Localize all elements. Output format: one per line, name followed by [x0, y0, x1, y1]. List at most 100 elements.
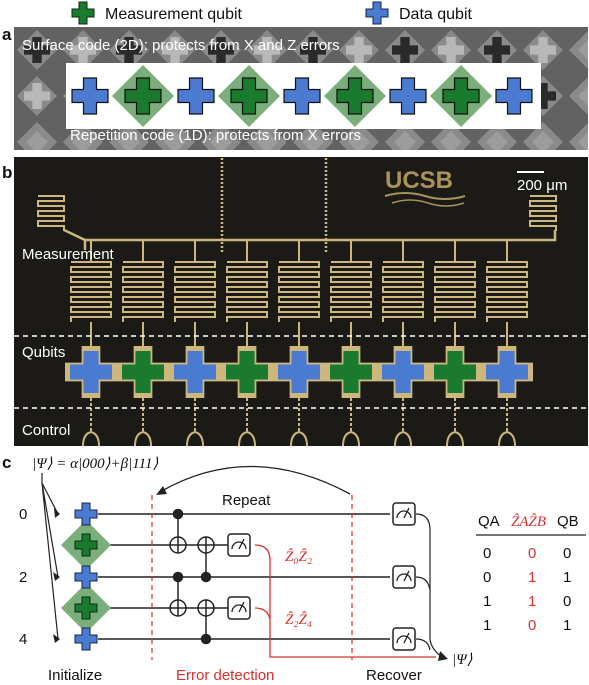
lattice-cross-light: [162, 37, 188, 63]
lattice-cross-dark: [300, 37, 326, 63]
parity-label-top: Ẑ₀Ẑ₂: [285, 548, 312, 565]
table-cell: 0: [528, 617, 536, 634]
lattice-cross-light: [70, 37, 96, 63]
lattice-cross-dark: [208, 37, 234, 63]
chip-data-qubit: [70, 351, 112, 393]
readout-resonator: [122, 261, 164, 322]
control-fork: [446, 430, 464, 447]
lattice-cross-dark: [116, 37, 142, 63]
cnot-gates: [169, 508, 215, 645]
init-data-qubit-0: [74, 502, 98, 526]
control-fork: [394, 430, 412, 447]
measurement-legend-icon: [71, 1, 95, 25]
input-arrow-4: [53, 634, 60, 643]
panel-a-label: a: [2, 25, 12, 44]
meters: [227, 502, 416, 651]
cnot-d-control: [200, 633, 212, 645]
lattice-cross-dark: [392, 37, 418, 63]
surface-code-text: Surface code (2D): protects from X and Z…: [22, 37, 340, 54]
readout-resonator: [278, 261, 320, 322]
control-fork: [134, 430, 152, 447]
measurement-bus: [83, 230, 557, 250]
feedback-path: [254, 544, 436, 658]
init-meas-qubit-3: [74, 596, 98, 620]
legend: Measurement qubit Data qubit: [71, 1, 472, 25]
readout-resonator: [434, 261, 476, 322]
chip-data-qubit: [174, 351, 216, 393]
chip-data-qubit: [382, 351, 424, 393]
ucsb-logo: UCSB: [385, 167, 453, 194]
control-lines: [82, 398, 516, 447]
panel-c: |Ψ⟩ = α|000⟩+β|111⟩ 0 2 4: [19, 456, 586, 684]
table-cell: 0: [528, 545, 536, 562]
table-cell: 1: [563, 569, 571, 586]
chip-measurement-qubit: [122, 351, 164, 393]
control-fork: [82, 430, 100, 447]
control-fork: [186, 430, 204, 447]
initialize-label: Initialize: [48, 667, 102, 684]
input-arrow-2: [53, 572, 60, 581]
output-state: |Ψ⟩: [452, 652, 473, 668]
data-legend-icon: [365, 1, 389, 25]
measurement-legend-label: Measurement qubit: [105, 6, 243, 23]
control-fork: [498, 430, 516, 447]
chain-data-qubit: [177, 77, 215, 115]
ucsb-logo-waves: [384, 192, 466, 200]
output-arrowhead: [438, 651, 448, 661]
control-fork: [290, 430, 308, 447]
parity-label-bottom: Ẑ₂Ẑ₄: [285, 611, 312, 628]
lattice-cross-light: [530, 37, 556, 63]
circuit-wires: [98, 513, 390, 640]
qubit-number-0: 0: [19, 506, 27, 523]
readout-resonator: [174, 261, 216, 322]
chip-data-qubit: [278, 351, 320, 393]
scale-bar-label: 200 μm: [517, 177, 567, 194]
table-header-parity: ẐAẐB: [511, 513, 546, 530]
measurement-meter: [227, 533, 251, 557]
init-data-qubit-2: [74, 565, 98, 589]
init-data-qubit-4: [74, 627, 98, 651]
side-resonator-right: [529, 195, 557, 231]
chip-qubits: [65, 346, 533, 398]
chip-measurement-qubit: [434, 351, 476, 393]
repeat-arrow: [159, 465, 351, 495]
panel-c-label: c: [2, 453, 11, 472]
side-resonator-left: [37, 195, 65, 231]
chain-measurement-qubit: [336, 77, 374, 115]
chip-data-qubit: [486, 351, 528, 393]
measurement-meter: [227, 596, 251, 620]
table-cell: 1: [528, 569, 536, 586]
table-cell: 1: [528, 593, 536, 610]
cnot-a-control: [172, 508, 184, 520]
chip-measurement-qubit: [226, 351, 268, 393]
readout-resonator: [486, 261, 528, 322]
data-legend-label: Data qubit: [399, 6, 472, 23]
chain-measurement-qubit: [230, 77, 268, 115]
measurement-meter: [392, 502, 416, 526]
cnot-b-control: [172, 571, 184, 583]
control-fork: [238, 430, 256, 447]
qubit-number-4: 4: [19, 631, 27, 648]
table-cell: 1: [483, 593, 491, 610]
measurement-meter: [392, 565, 416, 589]
ucsb-logo-waves-2: [391, 199, 465, 207]
repeat-arrowhead: [156, 486, 167, 495]
readout-resonators: [37, 195, 557, 348]
measurement-section-label: Measurement: [22, 246, 115, 263]
chain-measurement-qubit: [442, 77, 480, 115]
table-cell: 1: [563, 617, 571, 634]
control-fork: [342, 430, 360, 447]
init-meas-qubit-1: [74, 533, 98, 557]
control-section-label: Control: [22, 422, 70, 439]
panel-b-label: b: [2, 163, 12, 182]
lattice-cross-dark: [484, 37, 510, 63]
table-cell: 0: [483, 569, 491, 586]
table-header-qa: QA: [478, 513, 500, 530]
repetition-code-text: Repetition code (1D): protects from X er…: [70, 127, 361, 144]
readout-resonator: [70, 261, 112, 322]
chain-data-qubit: [283, 77, 321, 115]
lattice-cross-light: [346, 37, 372, 63]
panel-b: UCSB 200 μm Measurement Qubits Control: [14, 157, 588, 447]
